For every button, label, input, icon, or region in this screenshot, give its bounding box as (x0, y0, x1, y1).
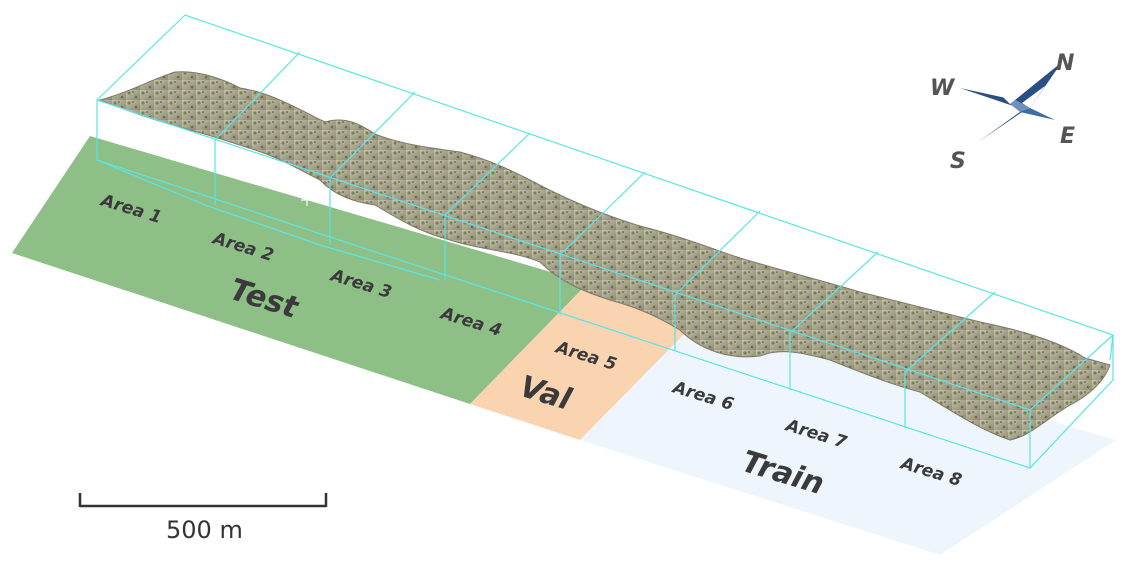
compass-east: E (1060, 124, 1075, 149)
test-region (12, 136, 588, 404)
scale-bar-label: 500 m (166, 516, 243, 544)
train-region (580, 318, 1116, 555)
cursor-crosshair-icon (301, 194, 313, 206)
area-bounding-boxes (96, 14, 1114, 469)
compass-north: N (1056, 51, 1074, 76)
scale-bar (78, 493, 328, 508)
area-dividers (96, 51, 1114, 468)
compass-south: S (950, 149, 966, 174)
terrain-model (98, 71, 1111, 441)
val-region (470, 283, 700, 440)
compass-west: W (930, 76, 956, 101)
compass-rose-icon (960, 62, 1062, 142)
